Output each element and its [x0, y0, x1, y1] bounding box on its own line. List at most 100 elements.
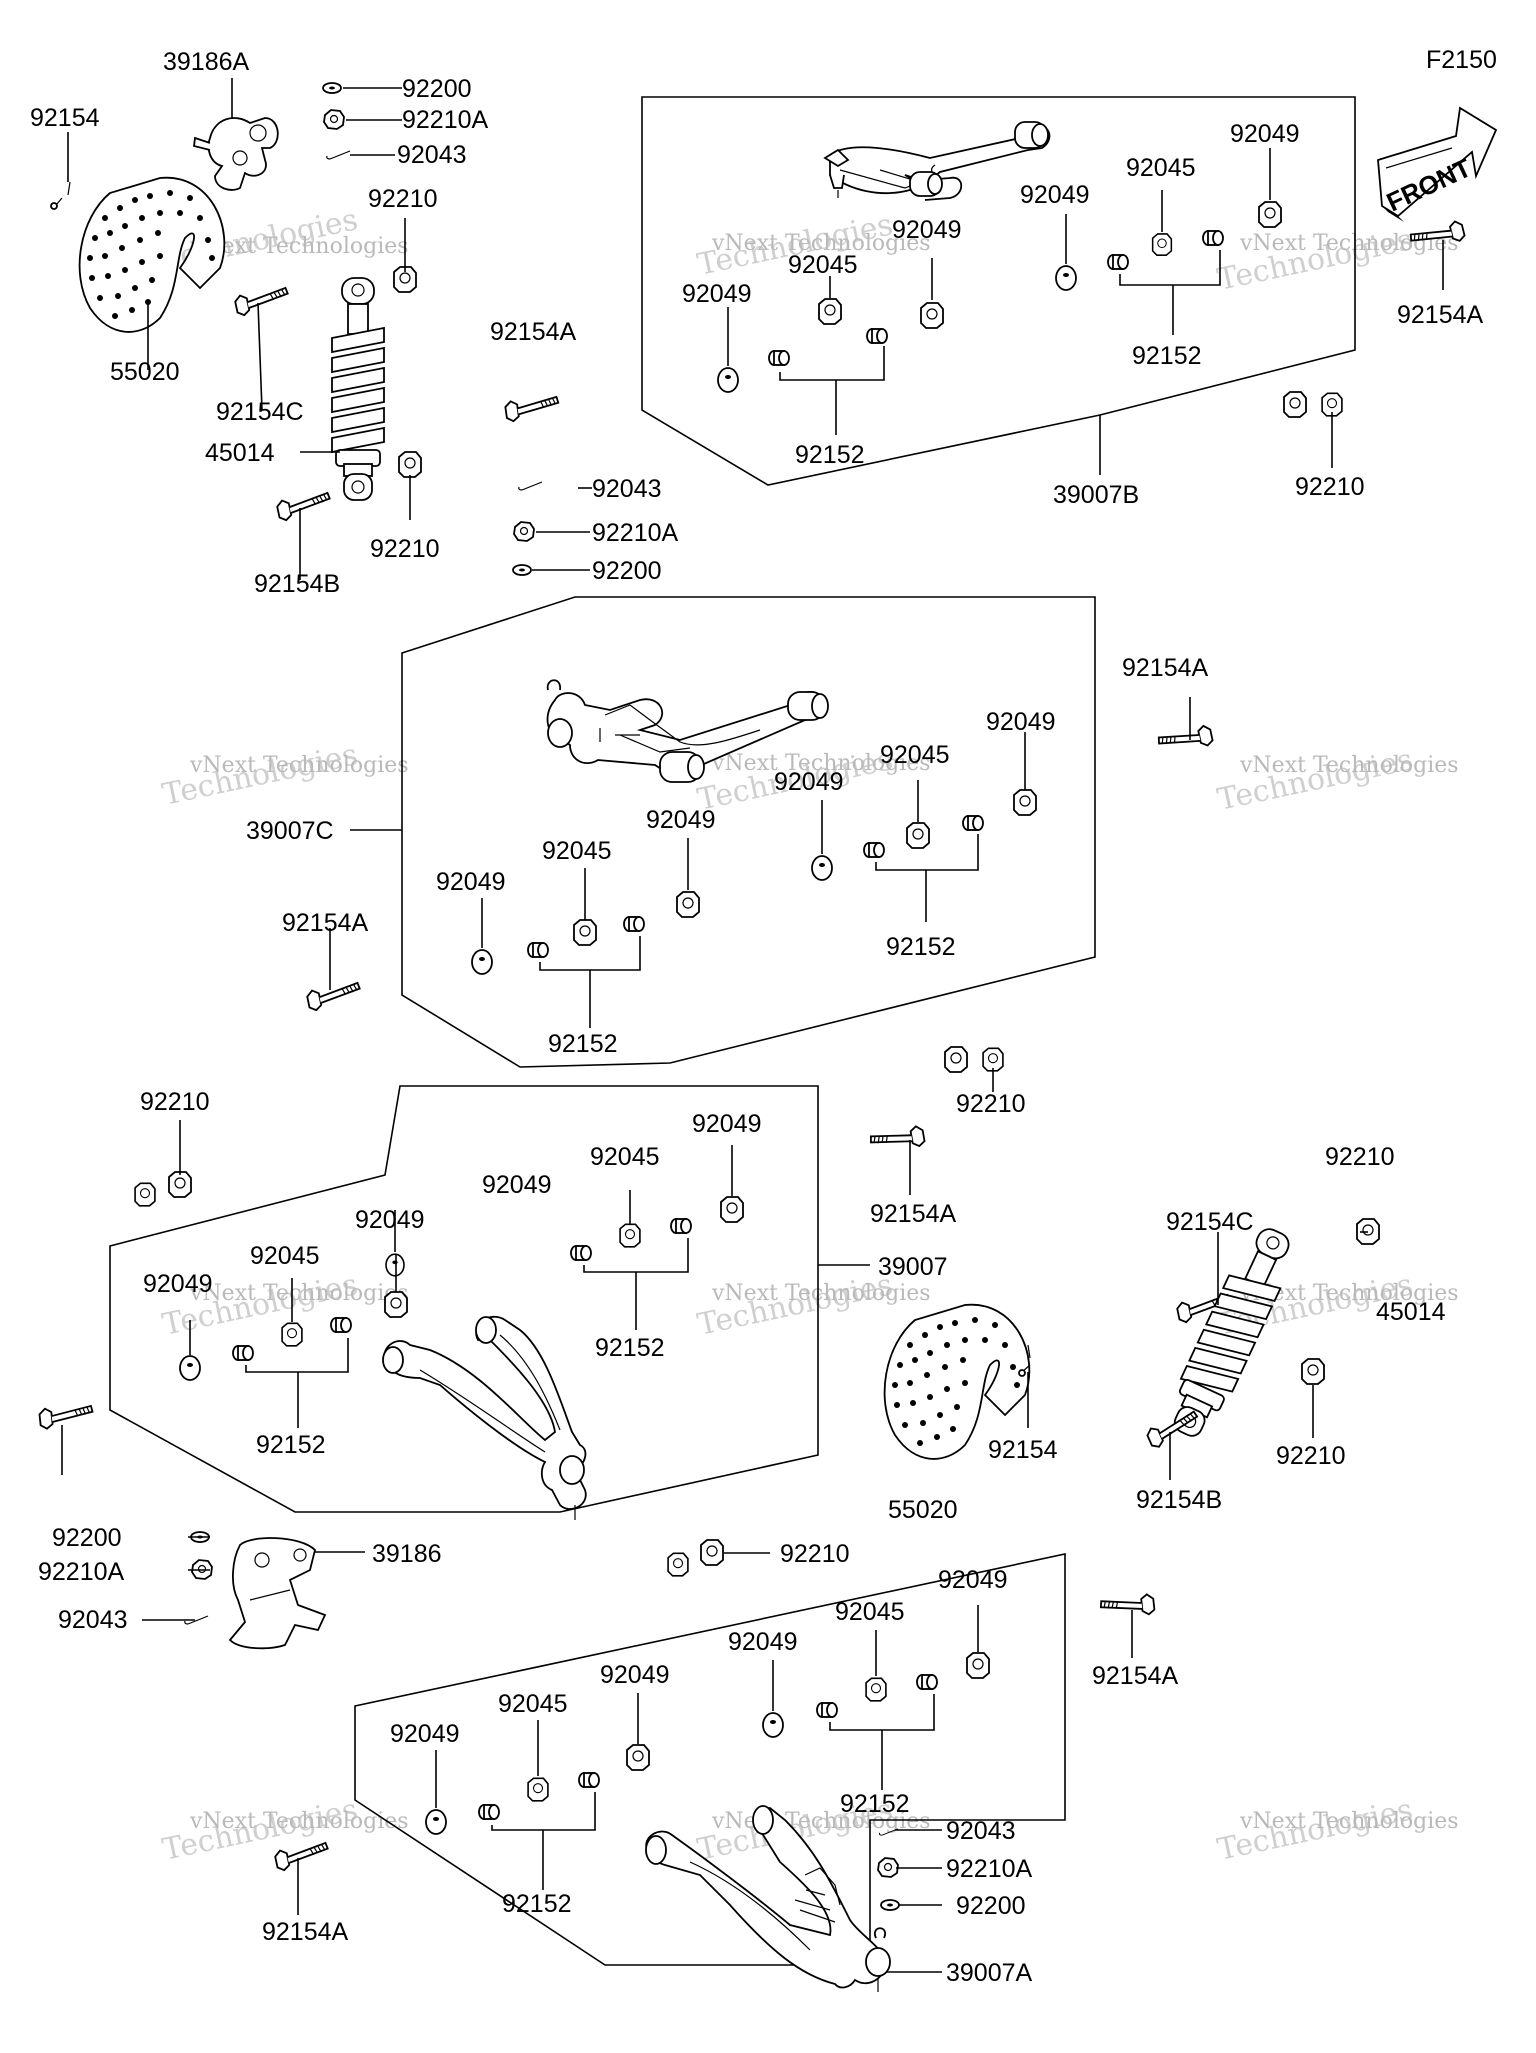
part-label: 92154B: [254, 570, 340, 598]
part-label: 92210A: [946, 1855, 1033, 1883]
part-label: 92200: [592, 557, 662, 585]
part-label: 92154C: [1166, 1208, 1254, 1236]
nuts-92210-bottom: [667, 1539, 724, 1577]
part-label: 92200: [402, 75, 472, 103]
part-label: 92210: [956, 1090, 1026, 1118]
part-label: 39007: [878, 1253, 948, 1281]
part-label: 92045: [498, 1690, 568, 1718]
part-label: 92152: [1132, 342, 1202, 370]
watermark: vNext Technologies: [711, 231, 931, 256]
part-label: 92210: [780, 1540, 850, 1568]
bolt-92154A-bottom-right: [1099, 1592, 1156, 1621]
part-label: 92200: [52, 1524, 122, 1552]
watermark: vNext Technologies: [711, 1809, 931, 1834]
castle-nut-92210A-mid: [513, 521, 535, 542]
part-label: 92154A: [1397, 301, 1484, 329]
part-label: 92049: [482, 1171, 552, 1199]
part-label: 39186A: [163, 48, 250, 76]
flat-washer-92200-bottom: [880, 1899, 900, 1911]
knuckle-39186: [228, 1537, 327, 1650]
part-label: 92210A: [38, 1558, 125, 1586]
part-label: 92154: [30, 104, 100, 132]
part-label: 92049: [892, 216, 962, 244]
part-label: 92154A: [490, 318, 577, 346]
watermark: vNext Technologies: [1239, 1809, 1459, 1834]
part-label: 92045: [788, 251, 858, 279]
upper-arm-39007C: [546, 679, 829, 783]
lower-arm-39007: [382, 1315, 587, 1520]
brake-disc-55020: [78, 176, 226, 333]
part-label: 92152: [548, 1030, 618, 1058]
bolt-92154A-lower-left: [38, 1402, 95, 1431]
part-label: 55020: [888, 1496, 958, 1524]
bolt-92154A-mid-left: [305, 979, 364, 1013]
part-label: 92045: [880, 741, 950, 769]
part-label: 39007B: [1053, 481, 1139, 509]
part-label: 92049: [600, 1661, 670, 1689]
cotter-pin-92043-mid: [518, 481, 543, 491]
flat-washer-92200: [322, 82, 342, 94]
upper-arm-39007B: [823, 121, 1051, 201]
part-label: 92152: [886, 933, 956, 961]
knuckle-39186A: [193, 117, 279, 191]
cotter-pin-92043: [326, 150, 351, 160]
watermark: vNext Technologies: [711, 1281, 931, 1306]
part-label: 92043: [592, 475, 662, 503]
part-label: 45014: [205, 439, 275, 467]
part-label: 92049: [1020, 181, 1090, 209]
part-label: 92043: [946, 1817, 1016, 1845]
bolt-92154A-mid: [503, 393, 561, 423]
part-label: 92152: [256, 1431, 326, 1459]
part-label: 92152: [795, 441, 865, 469]
nut-92210-right-lower: [1301, 1358, 1325, 1385]
part-label: 92210: [1325, 1143, 1395, 1171]
nut-92210-lower: [398, 451, 422, 478]
part-label: 92049: [682, 280, 752, 308]
part-label: 92154B: [1136, 1486, 1222, 1514]
front-arrow: FRONT: [1377, 106, 1498, 222]
watermark: vNext Technologies: [189, 1809, 409, 1834]
leader-lines: [61, 78, 1444, 1973]
bolt-92154-right: [1018, 1344, 1031, 1377]
part-label: 92152: [502, 1890, 572, 1918]
part-label: 39007A: [946, 1959, 1033, 1987]
part-label: 92154A: [870, 1200, 957, 1228]
part-label: 92049: [986, 708, 1056, 736]
nuts-92210-topright: [1283, 391, 1343, 418]
part-label: 92152: [840, 1790, 910, 1818]
part-label: 92210A: [402, 106, 489, 134]
bolt-92154-small: [50, 181, 71, 210]
lower-arm-39007A: [645, 1805, 891, 1992]
watermark: vNext Technologies: [189, 753, 409, 778]
part-label: 92045: [835, 1598, 905, 1626]
castle-nut-92210A: [323, 109, 345, 130]
watermark: vNext Technologies: [1239, 753, 1459, 778]
part-label: 92045: [542, 837, 612, 865]
part-label: 92210: [140, 1088, 210, 1116]
part-label: 92045: [590, 1143, 660, 1171]
part-label: 92152: [595, 1334, 665, 1362]
part-label: 92210: [1276, 1442, 1346, 1470]
nuts-92210-mid: [944, 1046, 1004, 1073]
part-label: 92049: [143, 1270, 213, 1298]
part-label: 92049: [774, 768, 844, 796]
part-label: 92200: [956, 1892, 1026, 1920]
part-label: 92043: [397, 141, 467, 169]
part-label: 92043: [58, 1606, 128, 1634]
part-label: 92049: [938, 1566, 1008, 1594]
part-label: 92049: [1230, 120, 1300, 148]
bolt-92154A-bottom-left: [273, 1839, 332, 1873]
watermark: vNext Technologies: [189, 1281, 409, 1306]
part-label: 92049: [390, 1720, 460, 1748]
castle-nut-92210A-bottom: [877, 1857, 899, 1878]
part-label: 92210: [1295, 473, 1365, 501]
part-label: 92210: [368, 185, 438, 213]
part-label: 92049: [646, 806, 716, 834]
part-label: 45014: [1376, 1298, 1446, 1326]
part-labels: 39186A 92200 92210A 92043 92154 92210 55…: [30, 48, 1484, 1987]
part-label: 92154: [988, 1436, 1058, 1464]
part-label: 92210A: [592, 519, 679, 547]
part-label: 92154A: [1092, 1662, 1179, 1690]
watermark: vNext Technologies: [189, 234, 409, 259]
